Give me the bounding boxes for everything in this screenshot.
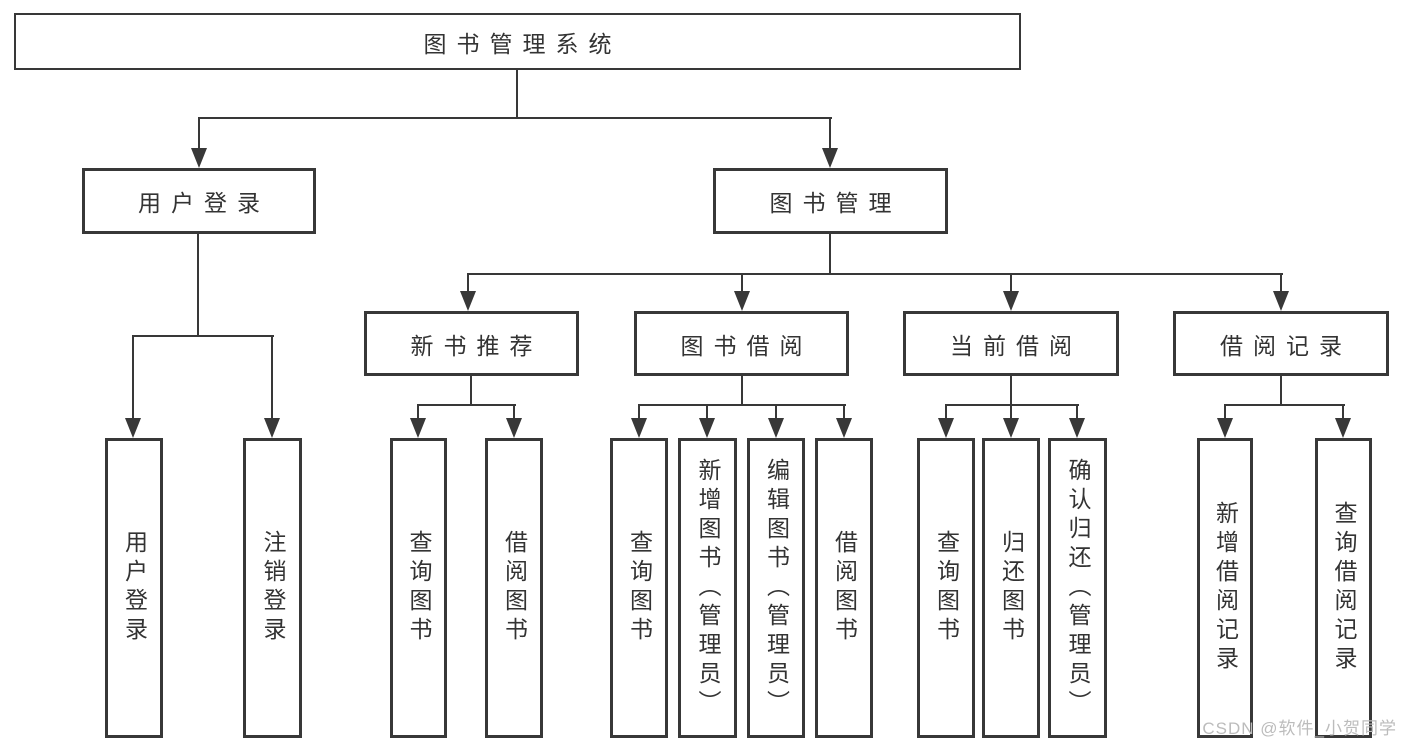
node-book-borrow-label: 图书借阅 (680, 332, 813, 359)
node-borrow-records-label: 借阅记录 (1220, 332, 1352, 359)
arrow-into-user-login (191, 148, 207, 168)
connector-recommend-stem (470, 376, 472, 406)
node-book-borrow: 图书借阅 (634, 311, 849, 376)
connector-borrow-stem (741, 376, 743, 406)
leaf-edit-book-admin: 编辑图书（管理员） (747, 438, 805, 738)
node-root-label: 图书管理系统 (423, 30, 622, 57)
connector-records-stem (1280, 376, 1282, 406)
arrow-into-leaf-query-book-current (938, 418, 954, 438)
leaf-add-borrow-record: 新增借阅记录 (1197, 438, 1253, 738)
connector-borrow-drop-4 (843, 406, 845, 420)
leaf-borrow-book-label: 借阅图书 (831, 530, 858, 646)
node-user-login: 用户登录 (82, 168, 316, 234)
node-root: 图书管理系统 (14, 13, 1021, 70)
leaf-add-borrow-record-label: 新增借阅记录 (1212, 501, 1239, 675)
connector-borrow-drop-3 (775, 406, 777, 420)
connector-current-drop-2 (1010, 406, 1012, 420)
connector-borrow-drop-1 (638, 406, 640, 420)
leaf-add-book-admin: 新增图书（管理员） (678, 438, 737, 738)
leaf-query-book-current-label: 查询图书 (933, 530, 960, 646)
arrow-into-leaf-return-book (1003, 418, 1019, 438)
connector-records-drop-2 (1342, 406, 1344, 420)
connector-records-drop-1 (1224, 406, 1226, 420)
connector-l2-drop-bookmgmt (829, 119, 831, 152)
connector-l2-drop-login (198, 119, 200, 152)
leaf-query-book-recommend-label: 查询图书 (406, 530, 432, 646)
arrow-into-leaf-add-borrow-record (1217, 418, 1233, 438)
arrow-into-leaf-borrow-book-recommend (506, 418, 522, 438)
connector-borrow-drop-2 (706, 406, 708, 420)
leaf-user-login: 用户登录 (105, 438, 163, 738)
connector-borrow-rail (638, 404, 846, 406)
leaf-borrow-book-recommend-label: 借阅图书 (501, 530, 528, 646)
connector-recommend-drop-1 (417, 406, 419, 420)
connector-current-drop-1 (945, 406, 947, 420)
connector-current-stem (1010, 376, 1012, 406)
connector-root-stem (516, 70, 518, 118)
connector-login-drop-1 (132, 337, 134, 420)
leaf-query-book-borrow-label: 查询图书 (626, 530, 653, 646)
arrow-into-leaf-query-book-borrow (631, 418, 647, 438)
leaf-logout-label: 注销登录 (260, 530, 286, 646)
connector-login-drop-2 (271, 337, 273, 420)
leaf-edit-book-admin-label: 编辑图书（管理员） (763, 457, 790, 719)
node-current-borrow-label: 当前借阅 (950, 332, 1082, 359)
arrow-into-current-borrow (1003, 291, 1019, 311)
connector-recommend-drop-2 (513, 406, 515, 420)
leaf-query-borrow-record-label: 查询借阅记录 (1331, 501, 1357, 675)
leaf-user-login-label: 用户登录 (121, 530, 148, 646)
arrow-into-book-management (822, 148, 838, 168)
connector-records-rail (1224, 404, 1345, 406)
connector-l3-drop-3 (1010, 275, 1012, 295)
leaf-query-book-current: 查询图书 (917, 438, 975, 738)
arrow-into-leaf-edit-book (768, 418, 784, 438)
arrow-into-leaf-add-book (699, 418, 715, 438)
connector-current-rail (945, 404, 1079, 406)
connector-login-rail (132, 335, 274, 337)
connector-l2-rail (198, 117, 832, 119)
connector-recommend-rail (417, 404, 516, 406)
leaf-add-book-admin-label: 新增图书（管理员） (695, 457, 721, 719)
arrow-into-leaf-query-book-recommend (410, 418, 426, 438)
arrow-into-borrow-records (1273, 291, 1289, 311)
leaf-borrow-book: 借阅图书 (815, 438, 873, 738)
arrow-into-leaf-confirm-return (1069, 418, 1085, 438)
connector-l3-rail (467, 273, 1283, 275)
node-new-book-recommend: 新书推荐 (364, 311, 579, 376)
leaf-return-book: 归还图书 (982, 438, 1040, 738)
leaf-query-borrow-record: 查询借阅记录 (1315, 438, 1372, 738)
node-user-login-label: 用户登录 (138, 190, 270, 216)
arrow-into-leaf-user-login (125, 418, 141, 438)
leaf-confirm-return-admin: 确认归还（管理员） (1048, 438, 1107, 738)
node-new-book-recommend-label: 新书推荐 (410, 332, 543, 359)
arrow-into-leaf-borrow-book (836, 418, 852, 438)
connector-l3-drop-1 (467, 275, 469, 295)
node-current-borrow: 当前借阅 (903, 311, 1119, 376)
leaf-return-book-label: 归还图书 (998, 530, 1025, 646)
leaf-confirm-return-admin-label: 确认归还（管理员） (1065, 457, 1091, 719)
leaf-query-book-borrow: 查询图书 (610, 438, 668, 738)
node-book-management: 图书管理 (713, 168, 948, 234)
leaf-borrow-book-recommend: 借阅图书 (485, 438, 543, 738)
arrow-into-new-book-recommend (460, 291, 476, 311)
node-book-management-label: 图书管理 (769, 190, 902, 216)
connector-current-drop-3 (1076, 406, 1078, 420)
watermark-text: CSDN @软件_小贺同学 (1202, 719, 1397, 738)
connector-l3-drop-2 (741, 275, 743, 295)
connector-bookmgmt-stem (829, 234, 831, 274)
leaf-logout: 注销登录 (243, 438, 302, 738)
connector-login-stem (197, 234, 199, 336)
node-borrow-records: 借阅记录 (1173, 311, 1389, 376)
arrow-into-book-borrow (734, 291, 750, 311)
leaf-query-book-recommend: 查询图书 (390, 438, 447, 738)
connector-l3-drop-4 (1280, 275, 1282, 295)
arrow-into-leaf-logout (264, 418, 280, 438)
arrow-into-leaf-query-borrow-record (1335, 418, 1351, 438)
